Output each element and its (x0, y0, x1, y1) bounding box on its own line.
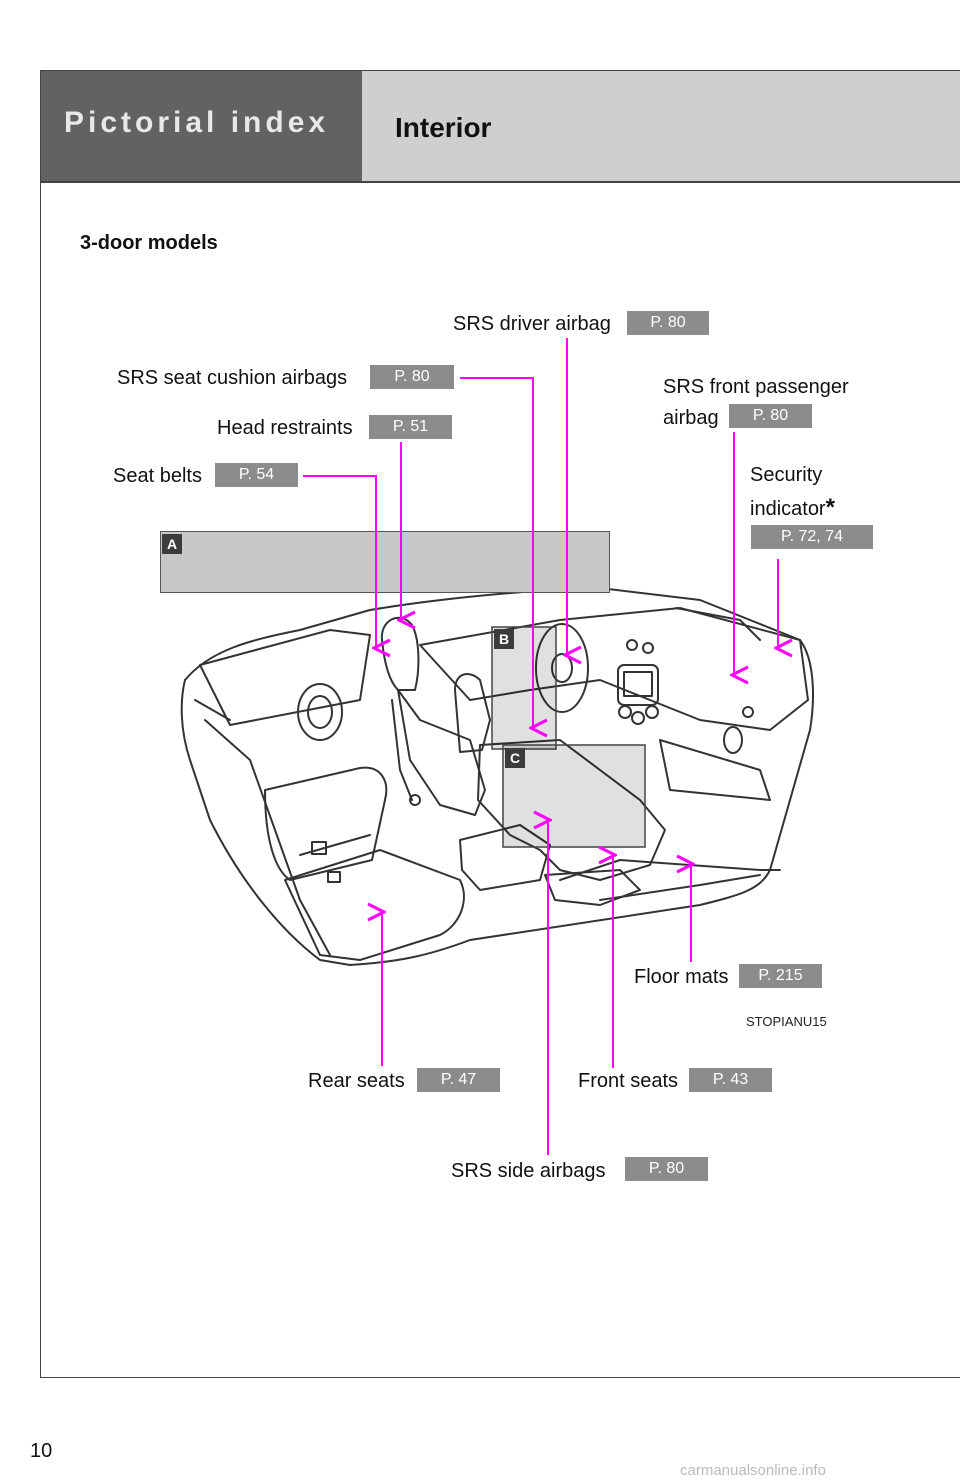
label-srs-side-airbags: SRS side airbags (451, 1160, 606, 1182)
section-title: Pictorial index (64, 106, 330, 139)
page-ref-seat-belts[interactable]: P. 54 (215, 463, 298, 487)
label-security-indicator-line2: indicator* (750, 494, 835, 521)
region-tag-b: B (494, 629, 514, 649)
asterisk-mark: * (825, 494, 835, 521)
label-floor-mats: Floor mats (634, 966, 729, 988)
page-ref-security-indicator[interactable]: P. 72, 74 (751, 525, 873, 549)
page-ref-srs-side-airbags[interactable]: P. 80 (625, 1157, 708, 1181)
page-ref-srs-seat-cushion-airbags[interactable]: P. 80 (370, 365, 454, 389)
label-srs-driver-airbag: SRS driver airbag (453, 313, 611, 335)
leader-seat-belts (303, 475, 376, 648)
header-title-block (362, 71, 960, 181)
page-ref-srs-front-passenger-airbag[interactable]: P. 80 (729, 404, 812, 428)
label-srs-seat-cushion-airbags: SRS seat cushion airbags (117, 367, 348, 389)
leader-seat-cushion-airbags (460, 377, 533, 728)
model-subtitle: 3-door models (80, 232, 218, 254)
page-ref-srs-driver-airbag[interactable]: P. 80 (627, 311, 709, 335)
page-ref-rear-seats[interactable]: P. 47 (417, 1068, 500, 1092)
label-srs-front-passenger-airbag-line2: airbag (663, 407, 719, 429)
region-tag-a: A (162, 534, 182, 554)
page-title: Interior (395, 112, 492, 143)
label-seat-belts: Seat belts (113, 465, 202, 487)
region-c-box (502, 744, 646, 848)
label-rear-seats: Rear seats (308, 1070, 405, 1092)
label-srs-front-passenger-airbag-line1: SRS front passenger (663, 376, 849, 398)
page-ref-floor-mats[interactable]: P. 215 (739, 964, 822, 988)
page-ref-head-restraints[interactable]: P. 51 (369, 415, 452, 439)
header-divider (41, 181, 960, 183)
watermark: carmanualsonline.info (680, 1462, 826, 1479)
header-section-block (41, 71, 362, 181)
label-head-restraints: Head restraints (217, 417, 353, 439)
region-tag-c: C (505, 748, 525, 768)
illustration-code: STOPIANU15 (746, 1014, 827, 1029)
label-front-seats: Front seats (578, 1070, 679, 1092)
page-ref-front-seats[interactable]: P. 43 (689, 1068, 772, 1092)
region-a-band (160, 531, 610, 593)
label-security-indicator-line1: Security (750, 464, 823, 486)
page-frame (40, 70, 960, 1378)
page-number: 10 (30, 1440, 53, 1462)
